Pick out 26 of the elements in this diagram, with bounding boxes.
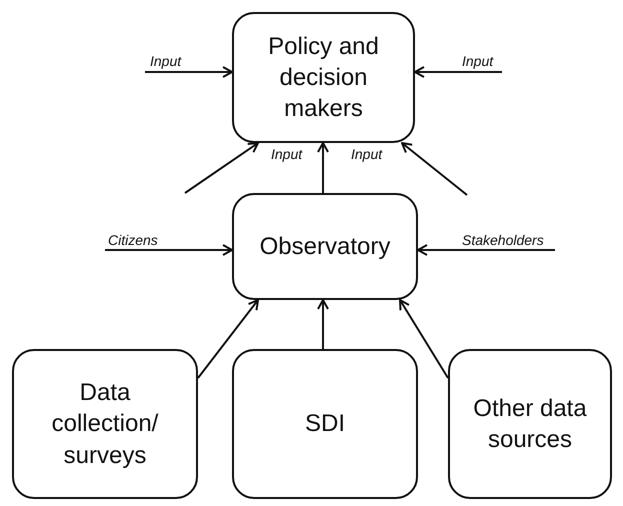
arrow (399, 299, 449, 379)
edge-label: Input (150, 53, 182, 69)
edge-label: Input (462, 53, 494, 69)
edge-label: Stakeholders (462, 232, 544, 248)
box-label: Observatory (260, 232, 390, 262)
arrow-label: Input (271, 146, 302, 162)
box-label: SDI (304, 409, 345, 440)
arrow (417, 244, 555, 256)
arrow-label: Input (351, 146, 382, 162)
arrow (105, 244, 233, 256)
edge-label: Citizens (108, 232, 158, 248)
process-box (232, 12, 415, 143)
arrow (184, 142, 259, 194)
arrow (317, 299, 329, 349)
box-label: Other data sources (472, 394, 588, 455)
arrow (414, 66, 502, 78)
box-label: Policy and decision makers (267, 32, 380, 124)
process-box (12, 349, 198, 499)
arrow (145, 66, 233, 78)
process-box (232, 193, 418, 300)
arrow (401, 142, 468, 196)
arrow (197, 299, 259, 379)
process-box (232, 349, 418, 499)
process-box (448, 349, 612, 499)
box-label: Data collection/ surveys (50, 378, 160, 471)
arrow (317, 142, 329, 193)
